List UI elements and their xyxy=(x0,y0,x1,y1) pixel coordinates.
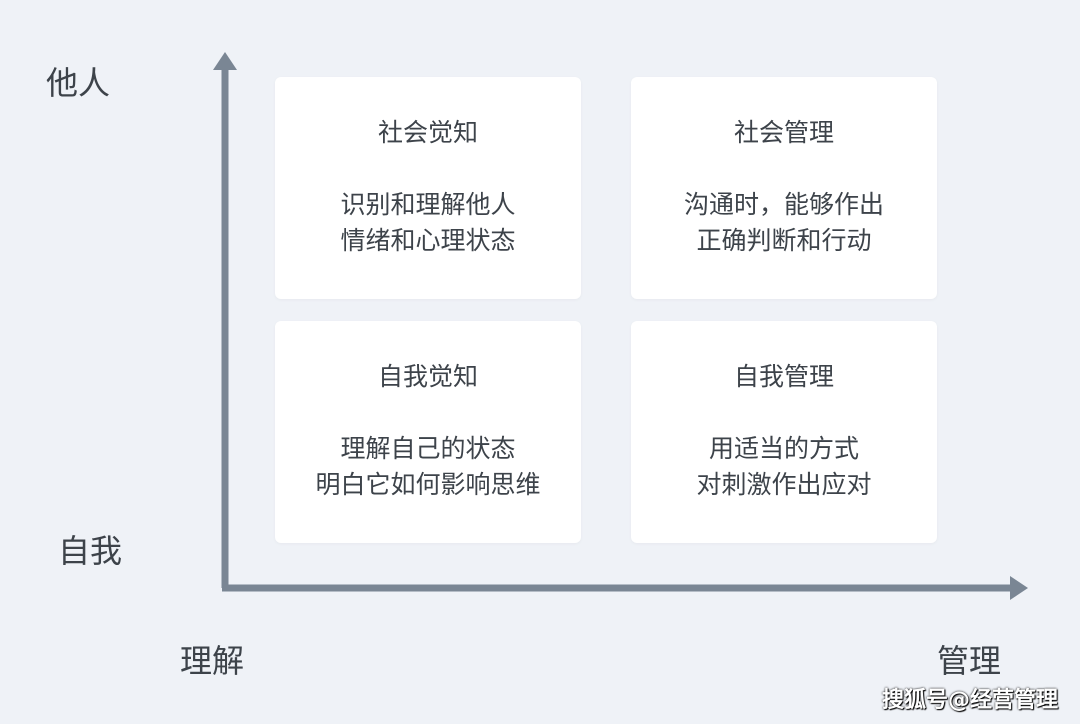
quadrant-desc-line: 对刺激作出应对 xyxy=(696,470,872,499)
quadrant-social-management: 社会管理 沟通时，能够作出正确判断和行动 xyxy=(631,77,937,299)
x-axis-left-label: 理解 xyxy=(180,642,245,680)
quadrant-desc-line: 情绪和心理状态 xyxy=(340,226,516,255)
quadrant-desc-line: 理解自己的状态 xyxy=(340,434,516,463)
quadrant-self-awareness: 自我觉知 理解自己的状态明白它如何影响思维 xyxy=(275,321,581,543)
y-axis-top-label: 他人 xyxy=(46,64,111,102)
y-axis-arrow-icon xyxy=(213,52,237,70)
quadrant-desc-line: 正确判断和行动 xyxy=(696,226,872,255)
quadrant-desc-line: 沟通时，能够作出 xyxy=(683,190,884,219)
x-axis-arrow-icon xyxy=(1010,576,1028,600)
quadrant-title: 自我管理 xyxy=(733,362,834,391)
quadrant-desc-line: 识别和理解他人 xyxy=(340,190,516,219)
quadrant-title: 社会觉知 xyxy=(377,118,478,147)
quadrant-social-awareness: 社会觉知 识别和理解他人情绪和心理状态 xyxy=(275,77,581,299)
quadrant-desc-line: 明白它如何影响思维 xyxy=(315,470,541,499)
quadrant-title: 社会管理 xyxy=(733,118,834,147)
quadrant-self-management: 自我管理 用适当的方式对刺激作出应对 xyxy=(631,321,937,543)
watermark: 搜狐号@经营管理 xyxy=(881,688,1058,713)
x-axis-right-label: 管理 xyxy=(937,642,1002,680)
y-axis-bottom-label: 自我 xyxy=(58,532,123,570)
quadrant-desc-line: 用适当的方式 xyxy=(708,434,859,463)
quadrant-title: 自我觉知 xyxy=(377,362,478,391)
